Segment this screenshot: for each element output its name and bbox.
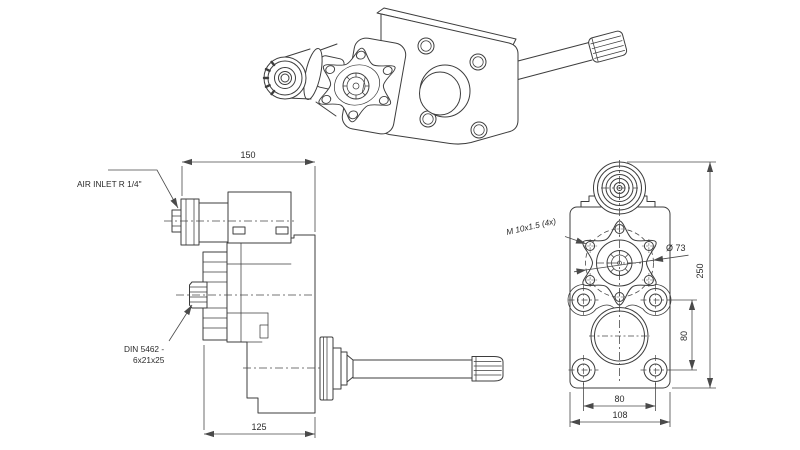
dim-108-text: 108 — [612, 410, 627, 420]
iso-bolt-holes — [417, 37, 488, 139]
gearbox-body-side — [189, 234, 316, 414]
front-corner-holes — [568, 285, 671, 385]
shaft-spline-end — [471, 356, 504, 382]
knurl-marks — [262, 60, 276, 96]
dim-150: 150 — [181, 150, 316, 232]
iso-air-cylinder-face — [262, 56, 307, 100]
dim-125-text: 125 — [251, 422, 266, 432]
label-air-inlet: AIR INLET R 1/4" — [77, 169, 179, 209]
dim-80-vertical: 80 — [669, 299, 697, 371]
air-inlet-label: AIR INLET R 1/4" — [77, 179, 142, 189]
dim-150-text: 150 — [240, 150, 255, 160]
flange-bolt-holes — [583, 222, 656, 304]
dim-250: 250 — [627, 161, 716, 389]
label-din-5462: DIN 5462 - 6x21x25 — [124, 304, 193, 365]
din-label-line1: DIN 5462 - — [124, 344, 164, 354]
din-label-line2: 6x21x25 — [133, 355, 165, 365]
bolt-circle-73 — [585, 228, 654, 298]
diameter-73-label: Ø 73 — [666, 243, 686, 253]
side-centerlines — [164, 220, 322, 369]
output-shaft-side — [319, 336, 504, 401]
iso-output-shaft — [517, 30, 628, 80]
air-cylinder-side — [171, 191, 292, 246]
iso-round-boss — [419, 64, 471, 118]
iso-spline-hub — [342, 72, 370, 100]
isometric-view — [262, 7, 628, 145]
dim-80h-text: 80 — [614, 394, 624, 404]
dim-80v-text: 80 — [679, 331, 689, 341]
label-diameter-73: Ø 73 — [573, 243, 689, 275]
front-view: 250 80 80 108 Ø 73 M 10x1.5 ( — [505, 160, 716, 427]
housing-outline — [226, 234, 316, 414]
side-view: 150 125 AIR INLET R 1/4" DIN 5462 - 6x21… — [77, 150, 504, 438]
dim-125: 125 — [203, 345, 316, 438]
dim-108: 108 — [569, 392, 671, 427]
m10-thread-label: M 10x1.5 (4x) — [505, 216, 557, 237]
dim-250-text: 250 — [695, 263, 705, 278]
dim-80-horizontal: 80 — [583, 383, 656, 411]
